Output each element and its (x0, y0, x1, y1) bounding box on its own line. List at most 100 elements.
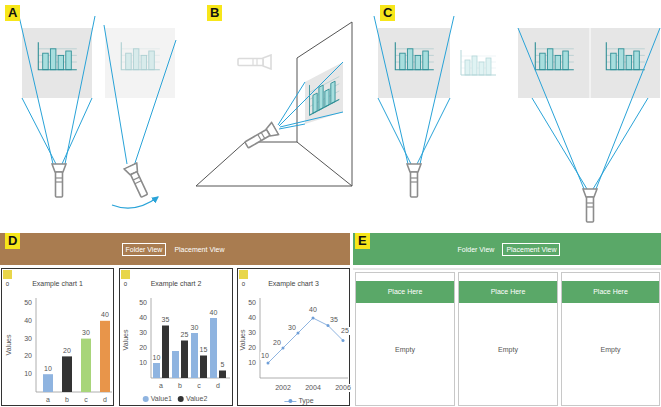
slot-status: Empty (562, 345, 659, 354)
chart-axis (36, 298, 112, 392)
button-label: Folder View (458, 245, 495, 254)
chart-icon (310, 69, 340, 115)
bar (200, 356, 207, 379)
chart-card: Example chart 30 (237, 268, 350, 406)
panel-letter-text: D (8, 233, 17, 249)
slot-header: Place Here (356, 281, 454, 303)
bar (181, 341, 188, 379)
projection-area (590, 28, 660, 98)
data-points (267, 317, 345, 365)
view-button: Placement View (502, 243, 560, 256)
axis-tick-label: 30 (138, 329, 148, 337)
bar (172, 351, 179, 378)
axis-tick-label: 10 (138, 359, 148, 367)
floor-outline (196, 142, 352, 186)
panel-letter-text: A (8, 5, 17, 21)
placement-slot: Place HereEmpty (355, 272, 455, 406)
count-badge: 0 (239, 270, 248, 279)
chart-value-label: a (158, 382, 164, 390)
badge-count: 0 (239, 280, 248, 289)
flashlight-icon (52, 164, 66, 197)
axis-title: Values (239, 329, 247, 352)
light-beam (278, 62, 343, 129)
line-chart-3 (260, 298, 348, 378)
flashlight-icon (238, 55, 271, 69)
bar (100, 321, 110, 392)
slot-status: Empty (459, 345, 557, 354)
chart-value-label: b (177, 382, 183, 390)
flashlight-icon (243, 122, 279, 151)
axis-tick-label: 40 (247, 314, 257, 322)
chart-value-label: 40 (100, 311, 110, 319)
chart-value-label: 10 (260, 352, 270, 360)
slot-header: Place Here (562, 281, 659, 303)
header-band (353, 233, 661, 265)
header-band (0, 233, 350, 265)
legend-item: Value1 (143, 395, 172, 403)
chart-value-label: d (102, 396, 108, 404)
chart-value-label: 20 (62, 347, 72, 355)
legend-swatch (143, 396, 149, 402)
legend-item: Value2 (178, 395, 207, 403)
axis-tick-label: 20 (138, 344, 148, 352)
chart-icon (461, 50, 496, 75)
chart-axis (151, 298, 230, 378)
panel-letter-text: B (210, 5, 219, 21)
chart-legend: Value1 Value2 (140, 395, 211, 403)
projection-area (518, 28, 590, 98)
placement-slot: Place HereEmpty (561, 272, 660, 406)
chart-value-label: 2002 (274, 384, 292, 392)
legend-text: Type (298, 397, 313, 404)
bar (81, 339, 91, 392)
axis-title: Values (5, 334, 13, 357)
chart-value-label: 30 (190, 324, 200, 332)
count-badge: 0 (121, 270, 130, 279)
bar (162, 326, 169, 379)
flashlight-icon (407, 164, 421, 197)
chart-value-label: 30 (81, 329, 91, 337)
projection-area (378, 28, 450, 98)
light-beam (104, 25, 176, 166)
chart-value-label: d (215, 382, 221, 390)
slot-header: Place Here (459, 281, 557, 303)
chart-icon (121, 42, 160, 69)
chart-icon (38, 42, 77, 69)
view-button: Folder View (454, 243, 499, 256)
axis-tick-label: 30 (247, 329, 257, 337)
chart-value-label: b (64, 396, 70, 404)
axis-title: Values (122, 329, 130, 352)
button-label: Placement View (174, 245, 224, 254)
chart-title: Example chart 2 (120, 279, 232, 288)
flashlight-icon (583, 189, 597, 222)
chart-icon (606, 42, 645, 69)
chart-value-label: 20 (272, 339, 282, 347)
bar-chart-2 (151, 298, 230, 378)
axis-tick-label: 20 (23, 352, 33, 360)
flashlight-icon (124, 163, 151, 199)
legend-swatch (178, 396, 184, 402)
chart-value-label: 15 (199, 346, 209, 354)
bar (191, 333, 198, 378)
chart-value-label: 10 (43, 365, 53, 373)
axis-tick-label: 20 (247, 344, 257, 352)
divider-line (353, 269, 661, 270)
axis-tick-label: 10 (23, 370, 33, 378)
placement-slot: Place HereEmpty (458, 272, 558, 406)
chart-value-label: 25 (340, 327, 350, 335)
axis-tick-label: 40 (23, 317, 33, 325)
legend-item: Type (284, 397, 313, 405)
badge-count: 0 (121, 280, 130, 289)
count-badge: 0 (3, 270, 12, 279)
chart-value-label: 10 (152, 354, 162, 362)
bar-chart-1 (36, 298, 112, 392)
wall-projection (305, 62, 343, 124)
panel-letter: B (207, 5, 222, 21)
bar (43, 374, 53, 392)
axis-tick-label: 50 (138, 299, 148, 307)
chart-title: Example chart 1 (2, 279, 113, 288)
chart-value-label: 2006 (334, 384, 352, 392)
legend-text: Value1 (151, 395, 172, 402)
panel-letter-text: E (358, 233, 367, 249)
button-label: Folder View (126, 245, 163, 254)
